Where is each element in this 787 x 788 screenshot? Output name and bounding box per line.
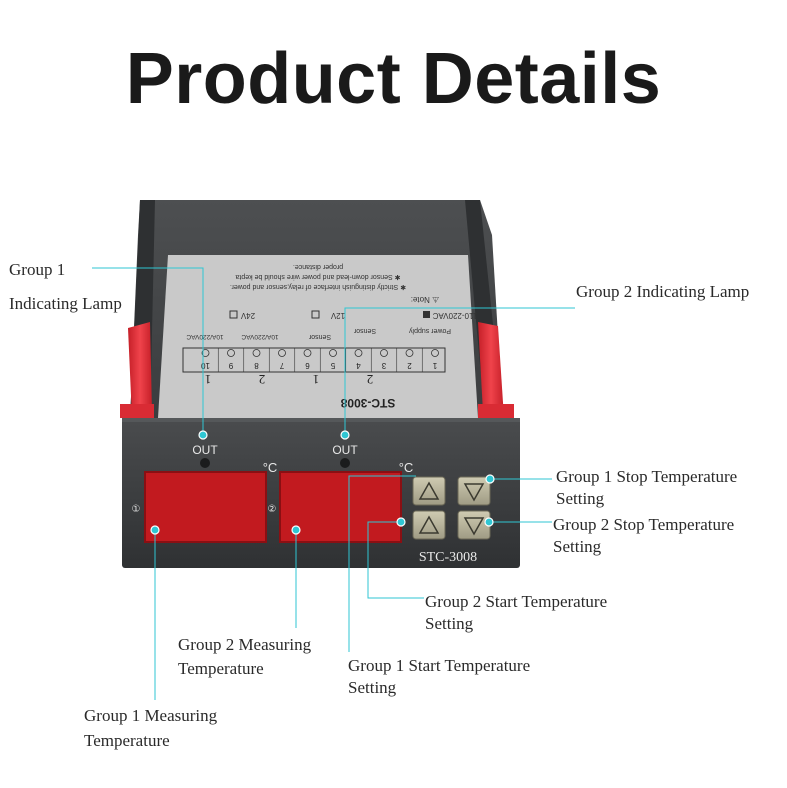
terminal-row: 1 2 3 4 5 6 7 8 9 10 <box>201 348 439 372</box>
callout-g1-lamp-line2: Indicating Lamp <box>9 294 122 313</box>
sticker-note-line-1: ✱ Strictly distinguish interface of rela… <box>230 283 406 291</box>
callout-g1-stop-line2: Setting <box>556 489 605 508</box>
terminal-screw-8 <box>252 349 261 357</box>
front-model-label: STC-3008 <box>419 550 477 565</box>
sticker-note-line-2: ✱ Sensor down-lead and power wire should… <box>235 273 400 281</box>
terminal-number-9: 9 <box>228 361 233 370</box>
sticker-sensor-2: Sensor <box>308 333 331 340</box>
leader-dots <box>150 430 495 535</box>
terminal-number-7: 7 <box>279 361 284 370</box>
leader-lines <box>92 267 575 700</box>
sticker-relay-rating-2: 10A/220VAC <box>186 333 223 340</box>
callout-g2-lamp: Group 2 Indicating Lamp <box>576 282 750 301</box>
up-triangle-icon <box>418 515 440 534</box>
sticker-model: STC-3008 <box>340 396 395 410</box>
callout-g1-start-line2: Setting <box>348 678 397 697</box>
channel-mark-2: ② <box>268 504 277 515</box>
sticker-note-title: ⚠ Note: <box>411 295 440 304</box>
callout-g2-measure-line1: Group 2 Measuring <box>178 635 312 654</box>
indicator-lamp-1 <box>200 458 210 468</box>
checkbox-110-220vac <box>423 311 430 318</box>
terminal-screw-3 <box>380 349 388 357</box>
terminal-screw-9 <box>227 349 235 357</box>
terminal-number-1: 1 <box>432 361 437 370</box>
terminal-number-4: 4 <box>356 361 361 370</box>
mounting-clip-left <box>120 322 154 418</box>
down-triangle-icon <box>463 517 485 536</box>
terminal-screw-2 <box>405 349 414 357</box>
sticker-option-1: 110-220VAC <box>432 311 477 320</box>
callout-g1-start-line1: Group 1 Start Temperature <box>348 656 531 675</box>
sticker-relay-rating-1: 10A/220VAC <box>241 333 278 340</box>
unit-label-2: °C <box>399 460 414 475</box>
g2-stop-down-button[interactable] <box>457 510 491 540</box>
indicator-lamp-2 <box>340 458 350 468</box>
callout-g2-start-line2: Setting <box>425 614 474 633</box>
terminal-number-2: 2 <box>407 361 412 370</box>
page-title: Product Details <box>125 39 662 119</box>
terminal-number-3: 3 <box>381 361 386 370</box>
terminal-screw-10 <box>201 349 210 357</box>
sticker-option-3: 24V <box>240 311 255 320</box>
callout-g2-measure-line2: Temperature <box>178 659 264 678</box>
terminal-block <box>182 347 446 373</box>
callout-g2-stop-line2: Setting <box>553 537 602 556</box>
down-triangle-icon <box>463 483 485 502</box>
sticker-sensor-1: Sensor <box>353 327 376 334</box>
out-label-2: OUT <box>332 443 358 457</box>
terminal-number-6: 6 <box>305 361 310 370</box>
up-triangle-icon <box>418 481 440 500</box>
g2-start-up-button[interactable] <box>412 510 446 540</box>
channel-mark-1: ① <box>132 504 141 515</box>
terminal-screw-7 <box>278 349 286 357</box>
checkbox-12v <box>311 310 320 319</box>
out-label-1: OUT <box>192 443 218 457</box>
sticker-power-supply: Power supply <box>408 327 451 334</box>
terminal-number-10: 10 <box>201 361 210 370</box>
terminal-screw-1 <box>431 349 439 357</box>
callout-g1-lamp-line1: Group 1 <box>9 260 66 279</box>
callout-g1-stop-line1: Group 1 Stop Temperature <box>556 467 738 486</box>
checkbox-24v <box>229 310 238 319</box>
callout-g1-measure-line1: Group 1 Measuring <box>84 706 218 725</box>
g1-start-up-button[interactable] <box>412 476 446 506</box>
terminal-number-8: 8 <box>254 361 259 370</box>
terminal-screw-6 <box>303 349 312 357</box>
sticker-group-num-3: 1 <box>313 372 320 387</box>
sticker-group-num-2: 2 <box>259 372 266 387</box>
sticker-group-num-4: 2 <box>367 372 374 387</box>
sticker-option-2: 12V <box>330 311 345 320</box>
g1-stop-down-button[interactable] <box>457 476 491 506</box>
callout-g1-measure-line2: Temperature <box>84 731 170 750</box>
sticker-note-line-3: proper distance. <box>293 263 343 270</box>
callout-g2-stop-line1: Group 2 Stop Temperature <box>553 515 735 534</box>
terminal-screw-4 <box>354 349 363 357</box>
sticker-group-num-1: 1 <box>205 372 212 387</box>
spec-sticker: proper distance. ✱ Sensor down-lead and … <box>158 255 478 418</box>
mounting-clip-right <box>478 322 514 418</box>
terminal-number-5: 5 <box>330 361 335 370</box>
display-group-1 <box>144 471 267 543</box>
terminal-screw-5 <box>329 349 337 357</box>
callout-g2-start-line1: Group 2 Start Temperature <box>425 592 608 611</box>
